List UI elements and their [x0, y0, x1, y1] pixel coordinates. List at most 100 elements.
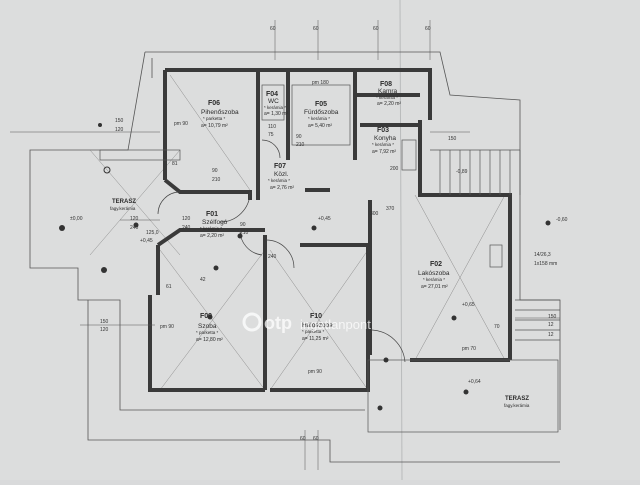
room-f04-floor: * kerámia *	[264, 105, 286, 110]
level-l2: +0,45	[140, 238, 153, 244]
level-l5: +0,64	[468, 379, 481, 385]
dim-120-c: 120	[130, 216, 139, 222]
dimension-texts: 150 120 150 120 150 150 120 240 120 240 …	[100, 26, 557, 442]
level-l4: +0,65	[462, 302, 475, 308]
room-f03-code: F03	[377, 127, 389, 134]
dim-370: 370	[386, 206, 395, 212]
dim-150-a: 150	[115, 118, 124, 124]
dim-200: 200	[390, 166, 399, 172]
dim-81: 81	[172, 161, 178, 167]
terrace-left-label: TERASZ	[112, 199, 136, 205]
room-f08-name: Kamra	[378, 88, 398, 95]
paper-fold	[399, 0, 403, 481]
dim-pm-70: pm 70	[462, 346, 476, 352]
dim-60-c: 60	[373, 26, 379, 32]
stairs-size: 1x158 mm	[534, 261, 557, 267]
dim-240-c: 240	[268, 254, 277, 260]
room-f03-floor: * kerámia *	[372, 142, 394, 147]
dim-12-a: 12	[548, 322, 554, 328]
level-l7: -0,89	[456, 169, 468, 175]
room-f05: F05 Fürdőszoba * kerámia * a= 5,40 m²	[304, 101, 339, 129]
dim-240-b: 240	[182, 225, 191, 231]
dim-110: 110	[268, 124, 276, 130]
room-f02-code: F02	[430, 261, 442, 268]
dim-90-c: 90	[296, 134, 302, 140]
dim-210-b: 210	[240, 230, 249, 236]
dim-75: 75	[268, 132, 274, 138]
diagonal-lines	[89, 74, 506, 391]
dim-60-d: 60	[425, 26, 431, 32]
dim-61: 61	[166, 284, 172, 290]
dim-60-b: 60	[313, 26, 319, 32]
watermark-brand: otp	[264, 313, 292, 333]
dim-pm-90-a: pm 90	[174, 121, 188, 127]
room-f04-name: WC	[268, 98, 279, 105]
dim-300: 300	[370, 211, 379, 217]
room-f04: F04 WC * kerámia * a= 1,30 m²	[264, 91, 288, 117]
room-f07-floor: * kerámia *	[268, 178, 290, 183]
room-f10-floor: * parketta *	[302, 329, 325, 334]
room-f02-area: a= 27,01 m²	[421, 284, 448, 290]
terrace-bottom-label: TERASZ	[505, 396, 529, 402]
room-f04-code: F04	[266, 91, 278, 98]
watermark-logo-icon	[242, 312, 262, 332]
terrace-bottom-floor: fagy.kerámia	[504, 403, 530, 408]
room-f07: F07 Közl. * kerámia * a= 2,76 m²	[268, 163, 294, 191]
dim-150-b: 150	[100, 319, 109, 325]
door-swings	[157, 139, 406, 363]
room-f06-area: a= 10,79 m²	[201, 123, 228, 129]
dim-60-e: 60	[300, 436, 306, 442]
dim-42: 42	[200, 277, 206, 283]
room-f07-area: a= 2,76 m²	[270, 185, 294, 191]
watermark-rest: ingatlanpont	[300, 317, 371, 332]
level-l1: ±0,00	[70, 216, 83, 222]
room-f10-name: Hálószoba	[302, 322, 333, 329]
room-f06: F06 Pihenőszoba * parketta * a= 10,79 m²	[201, 100, 239, 129]
room-f08: F08 Kamra * kerámia * a= 2,20 m²	[376, 81, 401, 107]
room-f09-floor: * parketta *	[196, 330, 219, 335]
room-f02: F02 Lakószoba * kerámia * a= 27,01 m²	[418, 261, 450, 290]
room-f05-code: F05	[315, 101, 327, 108]
dim-1250: 125,0	[146, 230, 159, 236]
dim-240-a: 240	[130, 225, 139, 231]
room-f07-code: F07	[274, 163, 286, 170]
watermark: otp ingatlanpont	[242, 312, 371, 333]
room-f02-name: Lakószoba	[418, 270, 450, 277]
room-f10: F10 Hálószoba * parketta * a= 11,25 m²	[302, 313, 333, 342]
room-f01-area: a= 2,20 m²	[200, 233, 224, 239]
room-f07-name: Közl.	[274, 171, 289, 178]
room-f01-code: F01	[206, 211, 218, 218]
dim-150-d: 150	[548, 314, 557, 320]
dim-120-b: 120	[100, 327, 109, 333]
dim-70: 70	[494, 324, 500, 330]
room-f03: F03 Konyha * kerámia * a= 7,92 m²	[372, 127, 396, 155]
dim-210-a: 210	[212, 177, 221, 183]
dim-pm-90-b: pm 90	[308, 369, 322, 375]
room-f10-code: F10	[310, 313, 322, 320]
room-f10-area: a= 11,25 m²	[302, 336, 329, 342]
room-f09-code: F09	[200, 313, 212, 320]
room-f01-floor: * kerámia *	[200, 226, 222, 231]
room-f03-area: a= 7,92 m²	[372, 149, 396, 155]
level-l6: -0,60	[556, 217, 568, 223]
dim-150-c: 150	[448, 136, 457, 142]
room-f02-floor: * kerámia *	[423, 277, 445, 282]
dim-210-c: 210	[296, 142, 305, 148]
room-f03-name: Konyha	[374, 135, 396, 142]
room-f01-name: Szélfogó	[202, 219, 228, 226]
dim-60-a: 60	[270, 26, 276, 32]
room-f08-code: F08	[380, 81, 392, 88]
room-f05-floor: * kerámia *	[308, 116, 330, 121]
room-f05-name: Fürdőszoba	[304, 109, 339, 116]
terrace-left-floor: fagy.kerámia	[110, 206, 136, 211]
room-f08-floor: * kerámia *	[376, 95, 398, 100]
dimension-lines	[10, 20, 560, 470]
inner-lines	[99, 84, 560, 433]
stairs-ratio: 14/26,3	[534, 252, 551, 258]
room-f06-name: Pihenőszoba	[201, 109, 239, 116]
dim-12-b: 12	[548, 332, 554, 338]
room-f04-area: a= 1,30 m²	[264, 111, 288, 117]
room-f06-code: F06	[208, 100, 220, 107]
